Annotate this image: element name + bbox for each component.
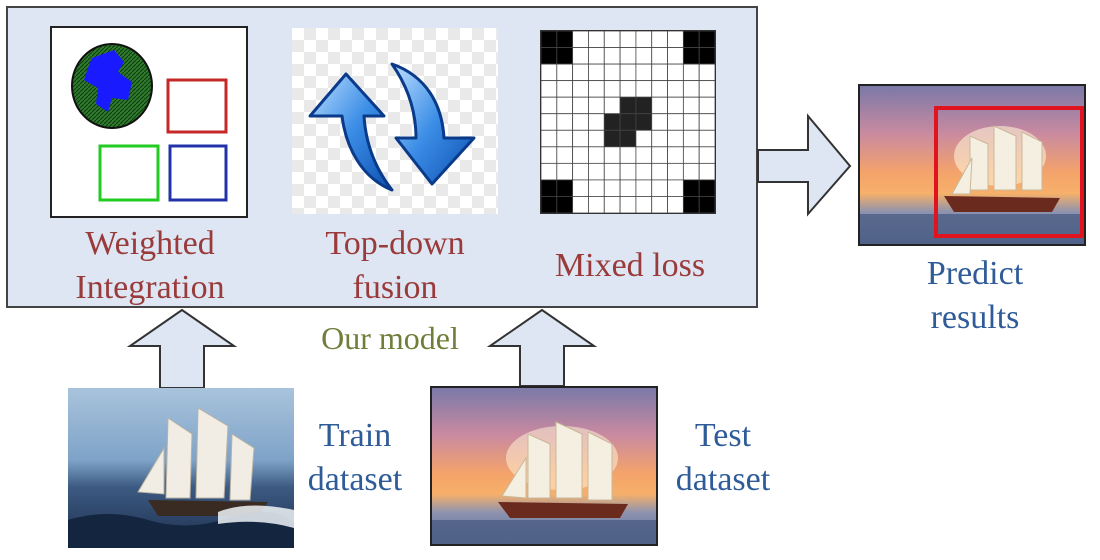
red-square-icon <box>166 78 228 134</box>
predict-results-label: Predict results <box>926 255 1024 336</box>
mixed-loss-label: Mixed loss <box>554 247 706 284</box>
ship-photo <box>860 106 1084 244</box>
output-arrow <box>757 113 852 217</box>
train-dataset-label: Train dataset <box>307 417 403 498</box>
cycle-arrows-icon <box>308 62 476 192</box>
blue-square-icon <box>168 144 228 202</box>
globe-icon <box>71 43 153 129</box>
grid-mask-icon <box>541 31 715 213</box>
test-dataset-label: Test dataset <box>675 417 771 498</box>
test-input-arrow <box>486 308 598 387</box>
train-dataset-image <box>68 388 294 548</box>
weighted-integration-tile <box>50 26 248 218</box>
green-square-icon <box>98 144 160 202</box>
mixed-loss-tile <box>540 30 716 214</box>
ship-photo <box>432 421 656 544</box>
weighted-integration-label: Weighted Integration <box>75 225 225 306</box>
train-input-arrow <box>126 308 238 389</box>
top-down-fusion-tile <box>292 28 498 214</box>
predict-result-image <box>858 84 1086 246</box>
our-model-caption: Our model <box>321 320 459 356</box>
ship-photo <box>68 407 294 548</box>
top-down-fusion-label: Top-down fusion <box>325 225 465 306</box>
bounding-box <box>934 106 1084 238</box>
test-dataset-image <box>430 386 658 546</box>
